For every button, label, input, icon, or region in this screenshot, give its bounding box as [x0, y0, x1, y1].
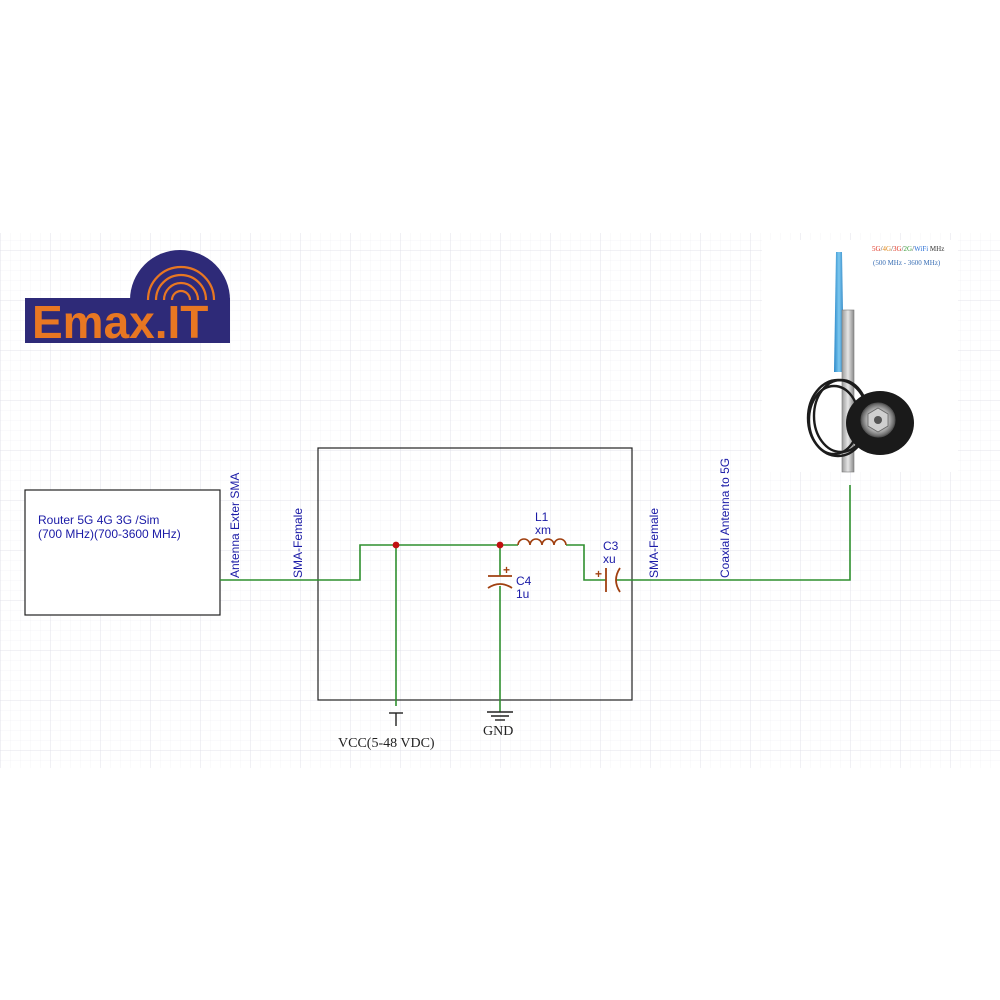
- bias-tee-box: [317, 447, 633, 701]
- antenna-band-part: 5G: [872, 245, 881, 253]
- antenna-band-part: /: [912, 245, 914, 253]
- c3-ref: C3: [603, 539, 619, 553]
- l1-ref: L1: [535, 510, 549, 524]
- capacitor-c3: + C3 xu: [595, 539, 621, 593]
- emax-logo: Emax.IT: [25, 250, 230, 348]
- c3-value: xu: [603, 552, 616, 566]
- antenna-band-part: MHz: [928, 245, 944, 253]
- inductor-l1: L1 xm: [517, 510, 567, 546]
- antenna-band-part: /: [902, 245, 904, 253]
- antenna-exter-sma-label: Antenna Exter SMA: [228, 473, 242, 578]
- antenna-photo-bands: 5G/4G/3G/2G/WiFi MHz: [872, 245, 944, 253]
- antenna-band-part: 2G: [904, 245, 913, 253]
- vcc-symbol: VCC(5-48 VDC): [338, 712, 435, 751]
- router-block: Router 5G 4G 3G /Sim (700 MHz)(700-3600 …: [24, 489, 221, 616]
- l1-value: xm: [535, 523, 551, 537]
- sma-female-right-label: SMA-Female: [647, 508, 661, 578]
- router-label-line2: (700 MHz)(700-3600 MHz): [38, 527, 181, 541]
- gnd-label: GND: [483, 724, 513, 739]
- junction-dot-vcc: [392, 541, 400, 549]
- junction-dot-c4: [496, 541, 504, 549]
- router-box: [24, 489, 221, 616]
- antenna-whip-icon: [834, 252, 844, 372]
- ground-icon: [487, 711, 513, 721]
- antenna-photo: 5G/4G/3G/2G/WiFi MHz (500 MHz - 3600 MHz…: [762, 240, 958, 473]
- antenna-band-part: /: [881, 245, 883, 253]
- logo-banner: [25, 298, 230, 343]
- c4-value: 1u: [516, 587, 529, 601]
- logo-text: Emax.IT: [32, 296, 208, 348]
- wire-inductor-to-c3: [566, 544, 606, 581]
- coaxial-antenna-label: Coaxial Antenna to 5G: [718, 458, 732, 578]
- antenna-band-part: 3G: [893, 245, 902, 253]
- c3-polarity: +: [595, 567, 602, 581]
- c4-polarity: +: [503, 563, 510, 577]
- c4-ref: C4: [516, 574, 532, 588]
- antenna-photo-range: (500 MHz - 3600 MHz): [873, 259, 941, 267]
- antenna-band-part: /: [891, 245, 893, 253]
- capacitor-c4: + C4 1u: [487, 563, 532, 601]
- vcc-label: VCC(5-48 VDC): [338, 736, 435, 751]
- wires: [220, 485, 851, 712]
- sma-female-left-label: SMA-Female: [291, 508, 305, 578]
- inductor-coil-icon: [517, 538, 567, 546]
- antenna-band-part: WiFi: [914, 245, 928, 253]
- wire-router-to-input: [220, 544, 518, 581]
- router-label-line1: Router 5G 4G 3G /Sim: [38, 513, 159, 527]
- wire-c3-to-antenna: [616, 485, 851, 581]
- antenna-band-part: 4G: [883, 245, 892, 253]
- logo-signal-arcs-icon: [146, 265, 216, 301]
